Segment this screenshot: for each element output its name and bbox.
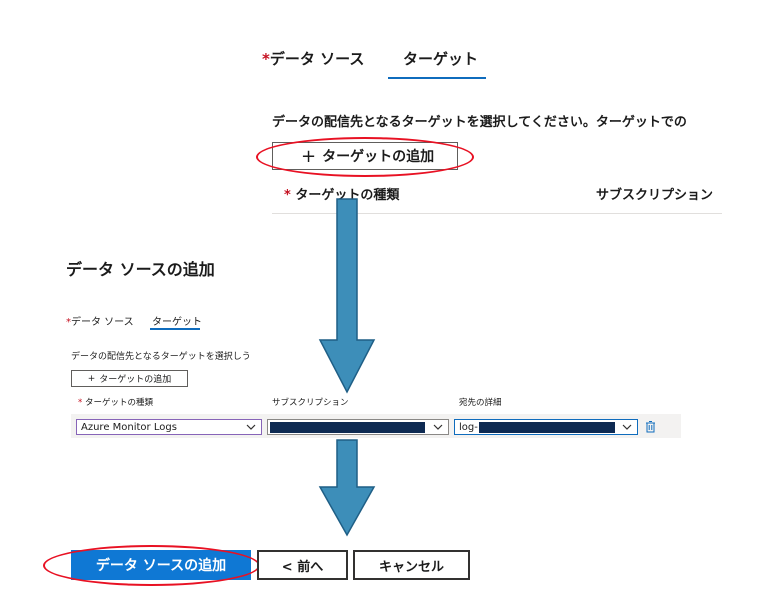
destination-prefix: log- [459,421,478,433]
chevron-down-icon [433,424,443,430]
chevron-down-icon [246,424,256,430]
subscription-select[interactable] [267,419,449,435]
required-mark: * [284,188,291,203]
cancel-button[interactable]: キャンセル [353,550,470,580]
tab-target-label: ターゲット [403,50,479,68]
down-arrow-icon [318,439,376,537]
previous-button[interactable]: < 前へ [257,550,348,580]
zoom-column-target-type: * ターゲットの種類 [284,184,399,203]
cancel-label: キャンセル [378,559,444,575]
zoom-description: データの配信先となるターゲットを選択してください。ターゲットでの [272,115,687,130]
panel-column-destination: 宛先の詳細 [459,398,502,408]
panel-tab-data-source-label: データ ソース [71,317,134,328]
chevron-down-icon [622,424,632,430]
highlight-ellipse-add-target [256,137,474,177]
panel-add-target-label: ターゲットの追加 [99,375,172,385]
tab-data-source-label: データ ソース [269,50,365,68]
tab-data-source[interactable]: *データ ソース [262,48,364,69]
zoom-column-subscription: サブスクリプション [596,188,714,203]
zoom-divider [272,213,722,214]
required-mark: * [78,398,83,408]
redacted-subscription [270,422,425,433]
target-type-select[interactable]: Azure Monitor Logs [76,419,262,435]
highlight-ellipse-add-data-source [43,545,260,586]
destination-select[interactable]: log- [454,419,638,435]
panel-tab-data-source[interactable]: *データ ソース [66,313,134,328]
panel-description: データの配信先となるターゲットを選択しう [71,352,251,362]
panel-column-target-type: * ターゲットの種類 [78,396,153,408]
required-mark: * [262,50,270,68]
panel-target-type-header: ターゲットの種類 [84,398,153,408]
down-arrow-icon [318,198,376,394]
panel-column-subscription: サブスクリプション [272,398,349,408]
tab-target-underline [388,77,486,79]
required-mark: * [66,317,71,328]
panel-tab-target-label: ターゲット [152,317,202,328]
page-title: データ ソースの追加 [66,260,215,279]
target-type-value: Azure Monitor Logs [81,421,177,433]
tab-target[interactable]: ターゲット [403,48,478,69]
panel-tab-target[interactable]: ターゲット [152,313,202,328]
delete-icon[interactable] [645,420,656,433]
panel-tab-target-underline [150,328,200,330]
previous-label: < 前へ [281,559,324,575]
redacted-destination [479,422,615,433]
target-type-header: ターゲットの種類 [295,188,400,203]
plus-icon: + [87,373,96,384]
panel-add-target-button[interactable]: + ターゲットの追加 [71,370,188,387]
